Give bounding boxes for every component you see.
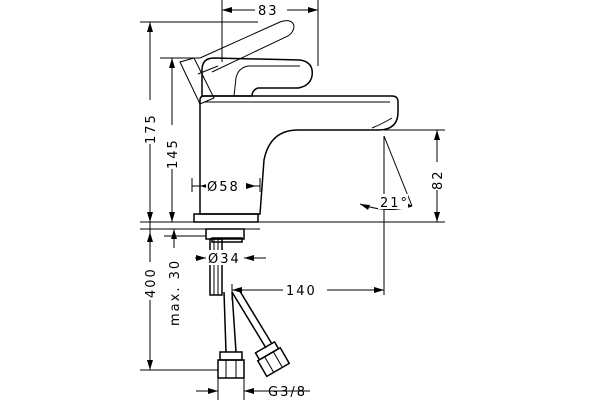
dim-spout-projection: 140 xyxy=(231,282,384,300)
dim-max-counter-thickness: max. 30 xyxy=(164,229,206,326)
label-spout-height: 145 xyxy=(166,138,181,169)
label-spout-angle: 21° xyxy=(380,196,409,211)
label-spout-projection: 140 xyxy=(286,284,317,299)
dim-connection-thread: G3/8 xyxy=(196,378,310,400)
label-hose-length: 400 xyxy=(144,267,159,298)
dim-hose-length: 400 xyxy=(140,222,218,371)
faucet-body xyxy=(179,20,399,223)
label-total-height: 175 xyxy=(144,113,159,144)
label-body-diameter: Ø58 xyxy=(207,180,240,195)
dim-spout-outlet-height: 82 xyxy=(384,129,446,222)
label-max-counter-thickness: max. 30 xyxy=(168,259,183,326)
label-spout-outlet-height: 82 xyxy=(431,169,446,190)
dim-spout-height: 145 xyxy=(160,57,200,222)
dim-handle-width: 83 xyxy=(221,0,319,66)
dim-body-diameter: Ø58 xyxy=(191,178,261,195)
label-handle-width: 83 xyxy=(258,4,279,19)
label-thread-diameter: Ø34 xyxy=(208,252,241,267)
dim-thread-diameter: Ø34 xyxy=(195,250,266,267)
dim-total-height: 175 xyxy=(140,21,258,222)
label-connection-thread: G3/8 xyxy=(268,385,307,400)
supply-hoses xyxy=(217,287,291,379)
mounting-shank xyxy=(205,228,245,296)
dim-spout-angle: 21° xyxy=(359,135,413,295)
